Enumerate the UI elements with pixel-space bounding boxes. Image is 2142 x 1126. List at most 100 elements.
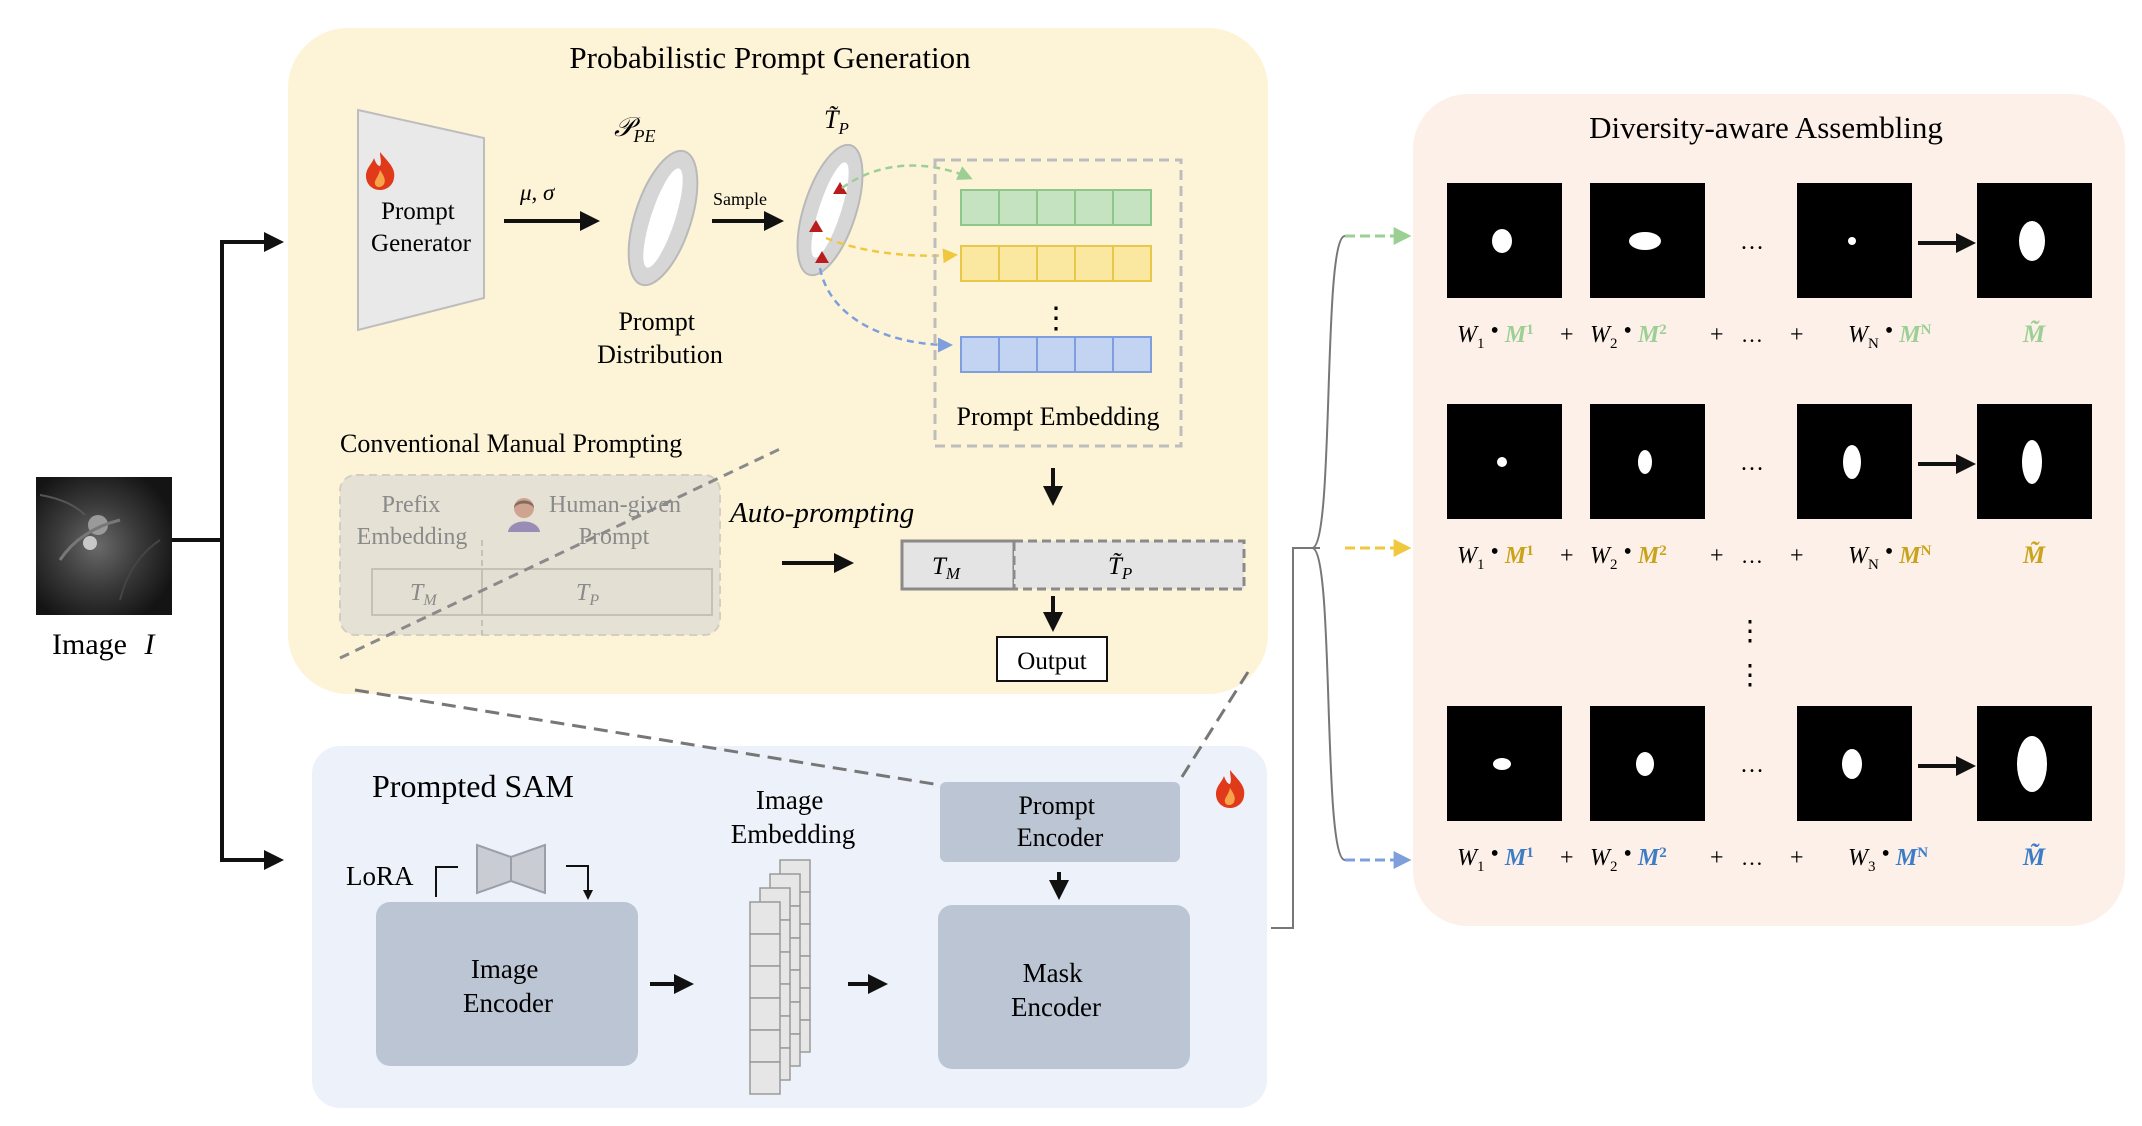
lora-in-arrow bbox=[435, 866, 458, 897]
embedding-cell bbox=[998, 336, 1038, 373]
image-embedding-label: Image Embedding bbox=[731, 785, 855, 849]
mask-blob bbox=[1843, 445, 1861, 479]
embedding-tile bbox=[749, 1061, 781, 1095]
plus-sign: + bbox=[1560, 322, 1574, 348]
embedding-cell bbox=[960, 189, 1000, 226]
plus-sign: + bbox=[1710, 322, 1724, 348]
mask-blob bbox=[1497, 457, 1507, 467]
params-label: μ, σ bbox=[519, 180, 556, 205]
image-embedding-stack bbox=[749, 859, 811, 1095]
weighted-mask-term: W1•M1 bbox=[1457, 841, 1534, 875]
sample-label: Sample bbox=[713, 189, 767, 209]
concat-tp-cell bbox=[1012, 539, 1246, 591]
output-brace bbox=[1271, 235, 1346, 929]
mask-blob bbox=[1629, 232, 1661, 250]
mask-blob bbox=[1638, 450, 1652, 474]
embedding-cell bbox=[1074, 189, 1114, 226]
concat-tp-symbol: T̃P bbox=[1108, 553, 1132, 583]
manual-tp-symbol: TP bbox=[576, 580, 599, 609]
embedding-cell bbox=[1074, 336, 1114, 373]
plus-sign: + bbox=[1790, 845, 1804, 871]
mask-blob bbox=[2019, 221, 2045, 261]
prompt-generation-title: Probabilistic Prompt Generation bbox=[569, 40, 971, 75]
sam-title: Prompted SAM bbox=[372, 768, 574, 804]
mask-blob bbox=[1493, 758, 1511, 770]
embedding-tile bbox=[749, 965, 781, 999]
image-encoder-block bbox=[376, 902, 638, 1066]
manual-tm-symbol: TM bbox=[410, 580, 438, 609]
sample-markers bbox=[809, 182, 847, 263]
concat-tm-cell bbox=[900, 539, 1016, 591]
plus-sign: + bbox=[1790, 322, 1804, 348]
output-label: Output bbox=[1017, 648, 1087, 675]
formula-ellipsis: … bbox=[1741, 322, 1763, 347]
rows-ellipsis-2: ⋮ bbox=[1736, 660, 1764, 691]
assembling-title: Diversity-aware Assembling bbox=[1589, 110, 1943, 145]
manual-prompting-strike bbox=[339, 446, 783, 660]
lora-label: LoRA bbox=[346, 861, 414, 891]
embedding-tile bbox=[749, 1029, 781, 1063]
weighted-mask-term: WN•MN bbox=[1848, 539, 1932, 573]
mask-blob bbox=[1636, 752, 1654, 776]
lora-adapter-icon bbox=[476, 843, 546, 895]
weighted-mask-term: W2•M2 bbox=[1590, 539, 1667, 573]
embedding-cell bbox=[1036, 336, 1076, 373]
assembled-mask-symbol: M̃ bbox=[2022, 320, 2046, 348]
embedding-cell bbox=[1112, 336, 1152, 373]
weighted-mask-term: W1•M1 bbox=[1457, 318, 1534, 352]
human-avatar-icon bbox=[508, 498, 540, 532]
input-ct-image bbox=[36, 477, 172, 615]
prompt-embedding-rows bbox=[960, 189, 1152, 373]
prompt-distribution-ring bbox=[627, 149, 699, 287]
weighted-mask-term: W2•M2 bbox=[1590, 841, 1667, 875]
embedding-cell bbox=[1036, 245, 1076, 282]
embedding-cell bbox=[998, 245, 1038, 282]
formula-ellipsis: … bbox=[1741, 543, 1763, 568]
weighted-mask-term: W1•M1 bbox=[1457, 539, 1534, 573]
sample-to-green-arrow bbox=[841, 164, 973, 190]
mask-blob bbox=[1842, 749, 1862, 779]
mask-blob bbox=[2017, 736, 2047, 792]
embedding-cell bbox=[1112, 189, 1152, 226]
prompt-encoder-block bbox=[940, 782, 1180, 862]
output-box bbox=[996, 636, 1108, 682]
prompt-generator-label: Prompt Generator bbox=[371, 198, 472, 257]
prompt-encoder-label: Prompt Encoder bbox=[1017, 791, 1104, 852]
plus-sign: + bbox=[1710, 543, 1724, 569]
mask-ellipsis: … bbox=[1740, 229, 1764, 255]
fire-icon bbox=[366, 152, 395, 190]
sample-to-yellow-arrow bbox=[825, 236, 958, 264]
embedding-cell bbox=[960, 336, 1000, 373]
embedding-cell bbox=[1074, 245, 1114, 282]
human-prompt-label: Human-given Prompt bbox=[549, 492, 687, 550]
input-label: Image I bbox=[52, 628, 156, 661]
lora-out-arrow bbox=[566, 865, 593, 900]
embedding-dots: ⋮ bbox=[1041, 302, 1071, 335]
assembled-mask-symbol: M̃ bbox=[2022, 541, 2046, 569]
plus-sign: + bbox=[1790, 543, 1804, 569]
weighted-mask-term: W3•MN bbox=[1848, 841, 1928, 875]
embedding-label: Prompt Embedding bbox=[957, 402, 1160, 431]
formula-ellipsis: … bbox=[1741, 845, 1763, 870]
mask-blob bbox=[1492, 229, 1512, 253]
prefix-embedding-label: Prefix Embedding bbox=[357, 492, 468, 550]
embedding-cell bbox=[960, 245, 1000, 282]
manual-prompting-title: Conventional Manual Prompting bbox=[340, 429, 682, 458]
rows-ellipsis: ⋮ bbox=[1736, 616, 1764, 647]
embedding-cell bbox=[998, 189, 1038, 226]
weighted-mask-term: W2•M2 bbox=[1590, 318, 1667, 352]
mask-encoder-label: Mask Encoder bbox=[1011, 958, 1101, 1022]
plus-sign: + bbox=[1710, 845, 1724, 871]
concat-tm-symbol: TM bbox=[932, 553, 961, 583]
mask-encoder-block bbox=[938, 905, 1190, 1069]
sample-to-blue-arrow bbox=[818, 267, 953, 353]
fire-icon bbox=[1216, 770, 1245, 808]
zoom-line-left bbox=[354, 688, 941, 787]
embedding-tile bbox=[749, 933, 781, 967]
weighted-mask-term: WN•MN bbox=[1848, 318, 1932, 352]
image-encoder-label: Image Encoder bbox=[463, 954, 553, 1018]
prompt-embedding-box bbox=[933, 158, 1183, 448]
mask-ellipsis: … bbox=[1740, 450, 1764, 476]
